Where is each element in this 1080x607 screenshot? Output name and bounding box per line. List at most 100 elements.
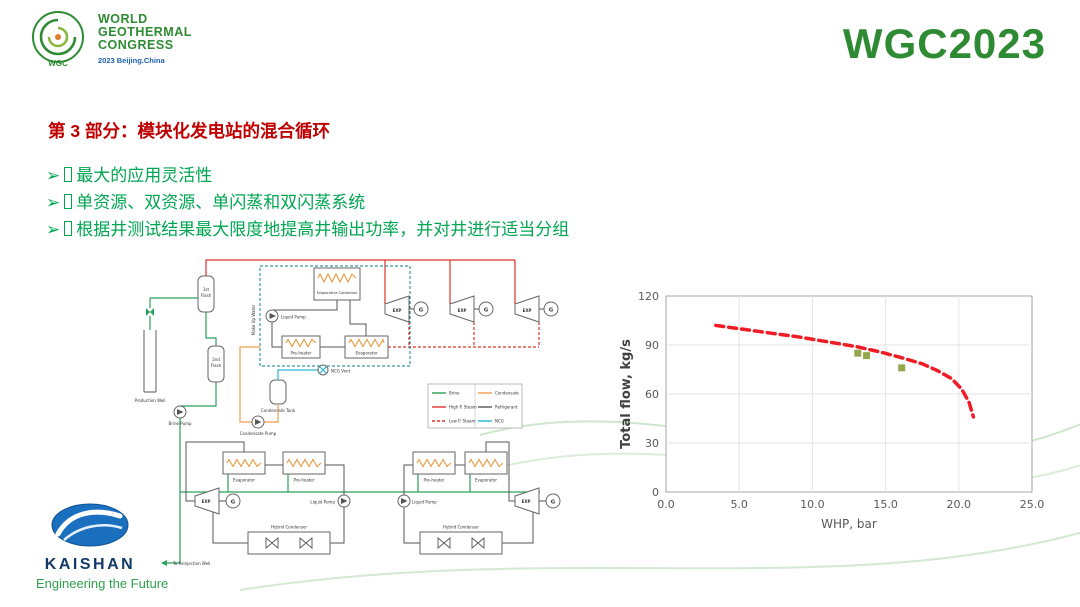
turbine-right: EXP G <box>514 487 561 515</box>
label-second-flash: 2nd <box>212 357 220 362</box>
svg-text:G: G <box>484 308 489 314</box>
svg-text:Pre-heater: Pre-heater <box>294 478 315 483</box>
operating-points <box>898 364 906 372</box>
first-flash-vessel: 1st Flash <box>197 275 215 313</box>
logo-dot <box>55 34 61 40</box>
evaporator-left: Evaporator <box>222 451 266 483</box>
logo-line-2: GEOTHERMAL <box>98 25 192 39</box>
svg-text:Liquid Pump: Liquid Pump <box>412 500 437 505</box>
missing-glyph-box <box>64 167 73 182</box>
y-tick-label: 0 <box>652 486 659 499</box>
wgc2023-wordmark: WGC2023 <box>842 20 1046 67</box>
operating-points <box>863 352 871 360</box>
right-unit-pipes <box>403 441 534 544</box>
upper-cycle-pipes <box>271 300 367 348</box>
legend-label: High P. Steam <box>449 405 477 410</box>
legend-label: Refrigerant <box>495 405 518 410</box>
missing-glyph-box <box>64 221 73 236</box>
hybrid-condenser-left: Hybrid Condenser <box>247 525 331 555</box>
valve-icon <box>146 308 150 316</box>
wgc-logo-mark: WGC <box>32 11 84 68</box>
slide-title: 第 3 部分：模块化发电站的混合循环 <box>48 121 330 141</box>
diagram-legend: Brine High P. Steam Low P. Steam Condens… <box>427 383 523 429</box>
legend-label: Condensate <box>495 391 519 396</box>
footer-tagline: Engineering the Future <box>36 576 169 591</box>
bullet-arrow-icon: ➢ <box>46 166 61 185</box>
label-pre-heater: Pre-heater <box>291 351 312 356</box>
svg-text:EXP: EXP <box>522 499 531 504</box>
label-to-reinjection-well: To Reinjection Well <box>172 561 210 566</box>
x-tick-label: 0.0 <box>657 498 675 511</box>
label-exp: EXP <box>393 308 402 313</box>
kaishan-logo: KAISHAN <box>42 502 138 574</box>
label-first-flash: 1st <box>203 287 210 292</box>
pre-heater-right: Pre-heater <box>412 451 456 483</box>
evaporator-right: Evaporator <box>464 451 508 483</box>
missing-glyph-box <box>64 194 73 209</box>
logo-line-4: 2023 Beijing.China <box>98 56 165 65</box>
label-ncg-vent: NCG Vent <box>331 369 351 374</box>
x-tick-label: 20.0 <box>947 498 972 511</box>
label-production-well: Production Well <box>135 398 166 403</box>
svg-text:Hybrid Condenser: Hybrid Condenser <box>271 525 307 530</box>
brine-pump: Brine Pump <box>168 405 192 426</box>
label-evaporative-condenser: Evaporative Condenser <box>317 291 358 295</box>
bullet-text: 根据井测试结果最大限度地提高井输出功率，并对井进行适当分组 <box>76 220 570 239</box>
label-liquid-pump: Liquid Pump <box>281 315 306 320</box>
svg-text:Evaporator: Evaporator <box>475 478 497 483</box>
label-evaporator: Evaporator <box>355 351 377 356</box>
liquid-pump-upper: Liquid Pump <box>265 309 306 323</box>
liquid-pump-right: Liquid Pump <box>397 494 437 508</box>
kaishan-wordmark: KAISHAN <box>44 556 136 573</box>
turbine-1: EXP G <box>384 295 429 323</box>
turbine-3: EXP G <box>514 295 559 323</box>
svg-text:Flash: Flash <box>211 363 222 368</box>
make-up-water-loop <box>259 265 411 367</box>
svg-text:EXP: EXP <box>202 499 211 504</box>
kaishan-logo-mark <box>51 503 129 547</box>
bullet-item: ➢单资源、双资源、单闪蒸和双闪蒸系统 <box>46 189 569 216</box>
wgc-logo: WGC WORLD GEOTHERMAL CONGRESS 2023 Beiji… <box>26 8 192 72</box>
y-tick-label: 90 <box>645 339 659 352</box>
legend-label: Low P. Steam <box>449 419 476 424</box>
pre-heater-left: Pre-heater <box>282 451 326 483</box>
label-make-up-water: Make Up Water <box>251 304 256 335</box>
production-well-symbol <box>143 330 157 393</box>
x-tick-label: 5.0 <box>730 498 748 511</box>
ncg-lines <box>277 364 329 380</box>
x-axis-label: WHP, bar <box>821 517 877 531</box>
x-tick-label: 15.0 <box>873 498 898 511</box>
svg-text:EXP: EXP <box>523 308 532 313</box>
x-tick-label: 25.0 <box>1020 498 1045 511</box>
condensate-pump: Condensate Pump <box>240 415 277 436</box>
reinjection-arrow <box>161 560 167 566</box>
svg-text:Evaporator: Evaporator <box>233 478 255 483</box>
bullet-text: 单资源、双资源、单闪蒸和双闪蒸系统 <box>76 193 366 212</box>
svg-text:G: G <box>549 308 554 314</box>
brine-lines <box>149 297 540 564</box>
liquid-pump-left: Liquid Pump <box>310 494 351 508</box>
svg-text:G: G <box>231 500 236 506</box>
bullet-list: ➢ 最大的应用灵活性 ➢单资源、双资源、单闪蒸和双闪蒸系统 ➢ 根据井测试结果最大限… <box>46 162 569 243</box>
logo-badge: WGC <box>48 59 68 68</box>
svg-text:Pre-heater: Pre-heater <box>424 478 445 483</box>
bullet-item: ➢ 根据井测试结果最大限度地提高井输出功率，并对井进行适当分组 <box>46 216 569 243</box>
logo-line-3: CONGRESS <box>98 38 174 52</box>
evaporator-upper: Evaporator <box>344 335 389 359</box>
hybrid-condenser-right: Hybrid Condenser <box>419 525 503 555</box>
operating-points <box>854 349 862 357</box>
label-condensate-pump: Condensate Pump <box>240 431 277 436</box>
bullet-text: 最大的应用灵活性 <box>76 166 213 185</box>
evaporative-condenser: Evaporative Condenser <box>313 267 361 301</box>
process-flow-diagram: Production Well 1st Flash 2nd Flash Brin… <box>135 259 561 566</box>
high-pressure-steam-lines <box>205 259 516 304</box>
second-flash-vessel: 2nd Flash <box>207 345 225 383</box>
bullet-arrow-icon: ➢ <box>46 220 61 239</box>
turbine-2: EXP G <box>449 295 494 323</box>
svg-text:Hybrid Condenser: Hybrid Condenser <box>443 525 479 530</box>
wgc-logo-text: WORLD GEOTHERMAL CONGRESS 2023 Beijing.C… <box>98 13 192 67</box>
svg-text:Flash: Flash <box>201 293 212 298</box>
low-pressure-steam-lines <box>388 322 540 348</box>
